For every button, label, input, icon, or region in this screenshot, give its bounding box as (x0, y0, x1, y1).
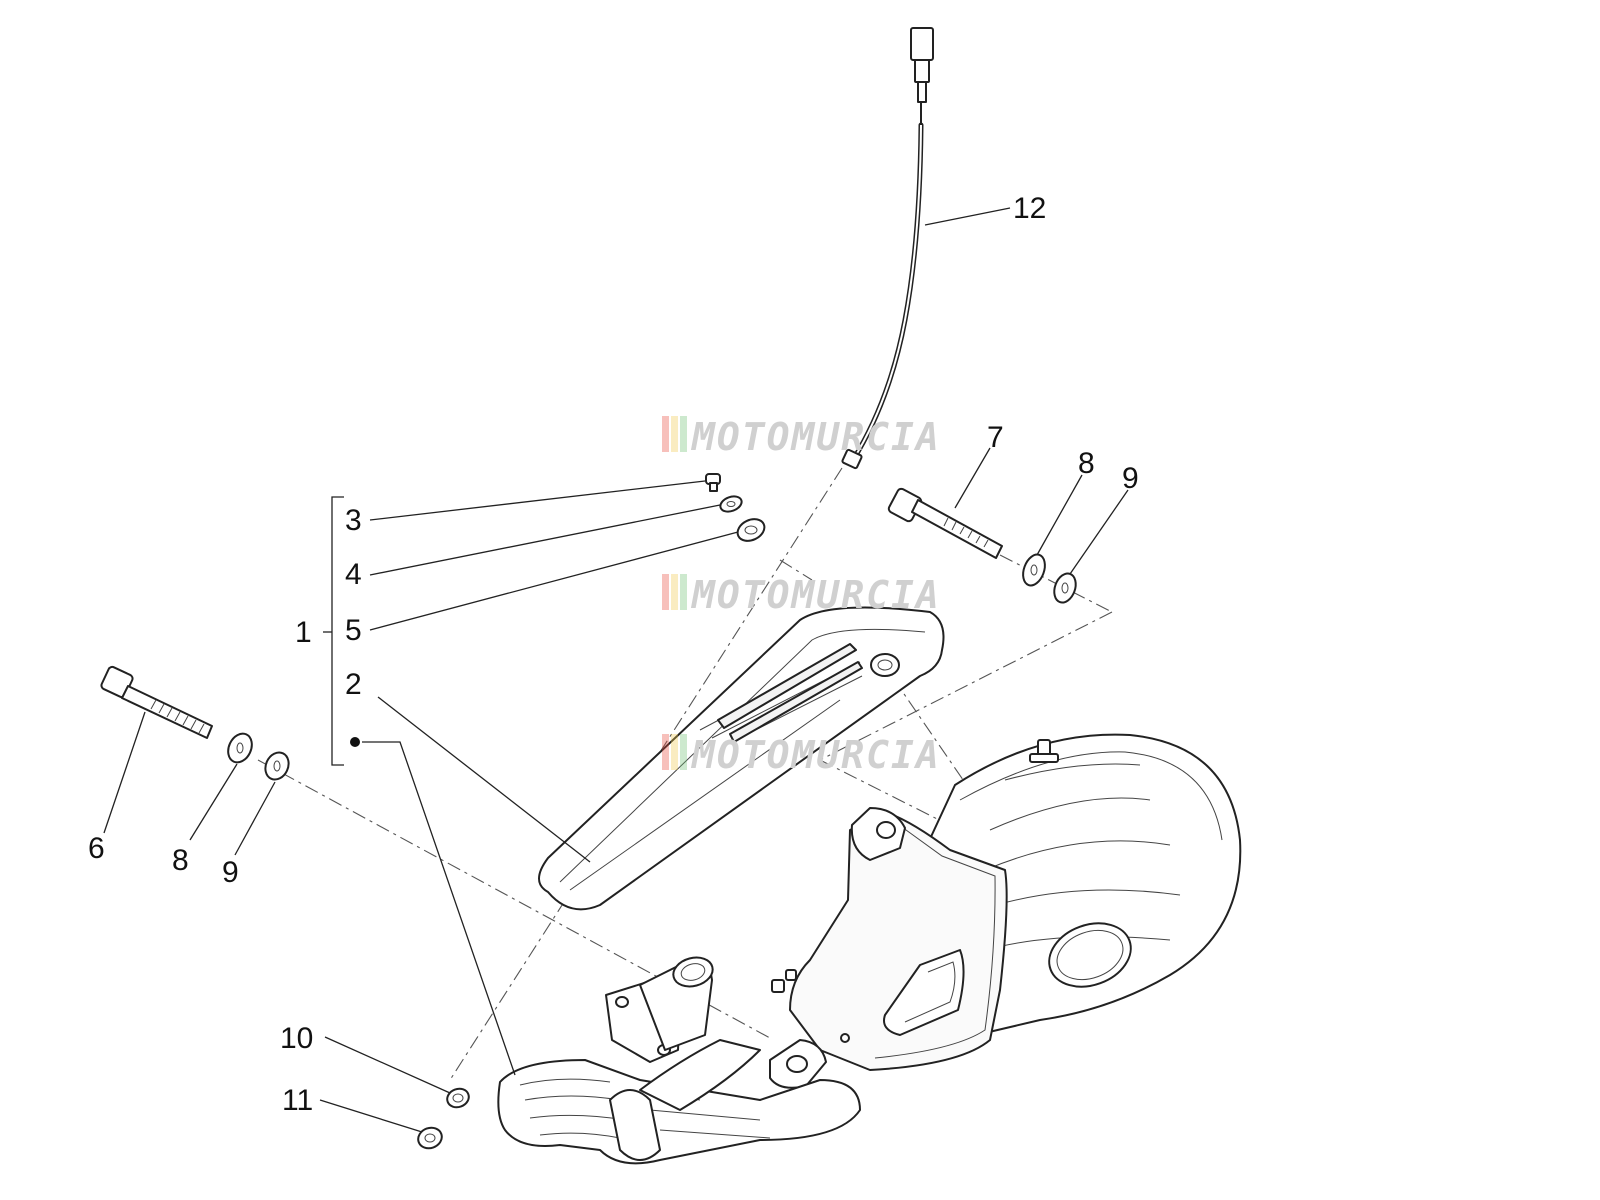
bullet-dot (350, 737, 360, 747)
callout-4: 4 (345, 558, 362, 591)
washer-part-8-right (1022, 553, 1046, 587)
watermark-stripe-red (662, 734, 669, 770)
watermark-stripe-red (662, 416, 669, 452)
bolt-part-6 (100, 665, 213, 739)
watermark-stripe-green (680, 734, 687, 770)
nut-part-11 (417, 1126, 443, 1150)
exhaust-pipe (497, 956, 861, 1165)
bolt-part-7 (887, 487, 1003, 559)
callout-10: 10 (280, 1022, 313, 1055)
callout-8-left: 8 (172, 844, 189, 877)
callout-8-right: 8 (1078, 447, 1095, 480)
heat-shield-part-2 (538, 606, 945, 911)
watermark-text: MOTOMURCIA (690, 573, 941, 617)
callout-5: 5 (345, 614, 362, 647)
callouts: 12 3 4 5 1 2 7 8 9 6 8 9 10 11 (88, 192, 1139, 1117)
callout-2: 2 (345, 668, 362, 701)
watermark-stripe-yellow (671, 416, 678, 452)
callout-11: 11 (282, 1084, 313, 1117)
leader-lines (103, 207, 1129, 1133)
muffler-assembly (769, 733, 1242, 1089)
watermark-stripe-green (680, 416, 687, 452)
callout-1: 1 (295, 616, 312, 649)
watermark-stripe-yellow (671, 734, 678, 770)
washer-part-4 (719, 495, 743, 513)
grommet-part-5 (736, 518, 766, 542)
callout-7: 7 (987, 421, 1004, 454)
gasket-part-10 (446, 1087, 470, 1109)
watermark-middle: MOTOMURCIA (662, 573, 941, 617)
screw-part-3 (705, 473, 721, 492)
watermark-stripe-red (662, 574, 669, 610)
watermark-stripe-green (680, 574, 687, 610)
watermark-stripe-yellow (671, 574, 678, 610)
washer-part-8-left (227, 732, 253, 764)
watermark-top: MOTOMURCIA (662, 415, 941, 459)
callout-9-right: 9 (1122, 462, 1139, 495)
watermark-bottom: MOTOMURCIA (662, 733, 941, 777)
callout-6: 6 (88, 832, 105, 865)
callout-9-left: 9 (222, 856, 239, 889)
group-bracket (323, 496, 360, 766)
washer-part-9-left (264, 751, 290, 781)
washer-part-9-right (1053, 572, 1077, 604)
watermark-text: MOTOMURCIA (690, 415, 941, 459)
oxygen-sensor-cable (841, 27, 934, 470)
callout-3: 3 (345, 504, 362, 537)
watermark-text: MOTOMURCIA (690, 733, 941, 777)
callout-12: 12 (1013, 192, 1046, 225)
